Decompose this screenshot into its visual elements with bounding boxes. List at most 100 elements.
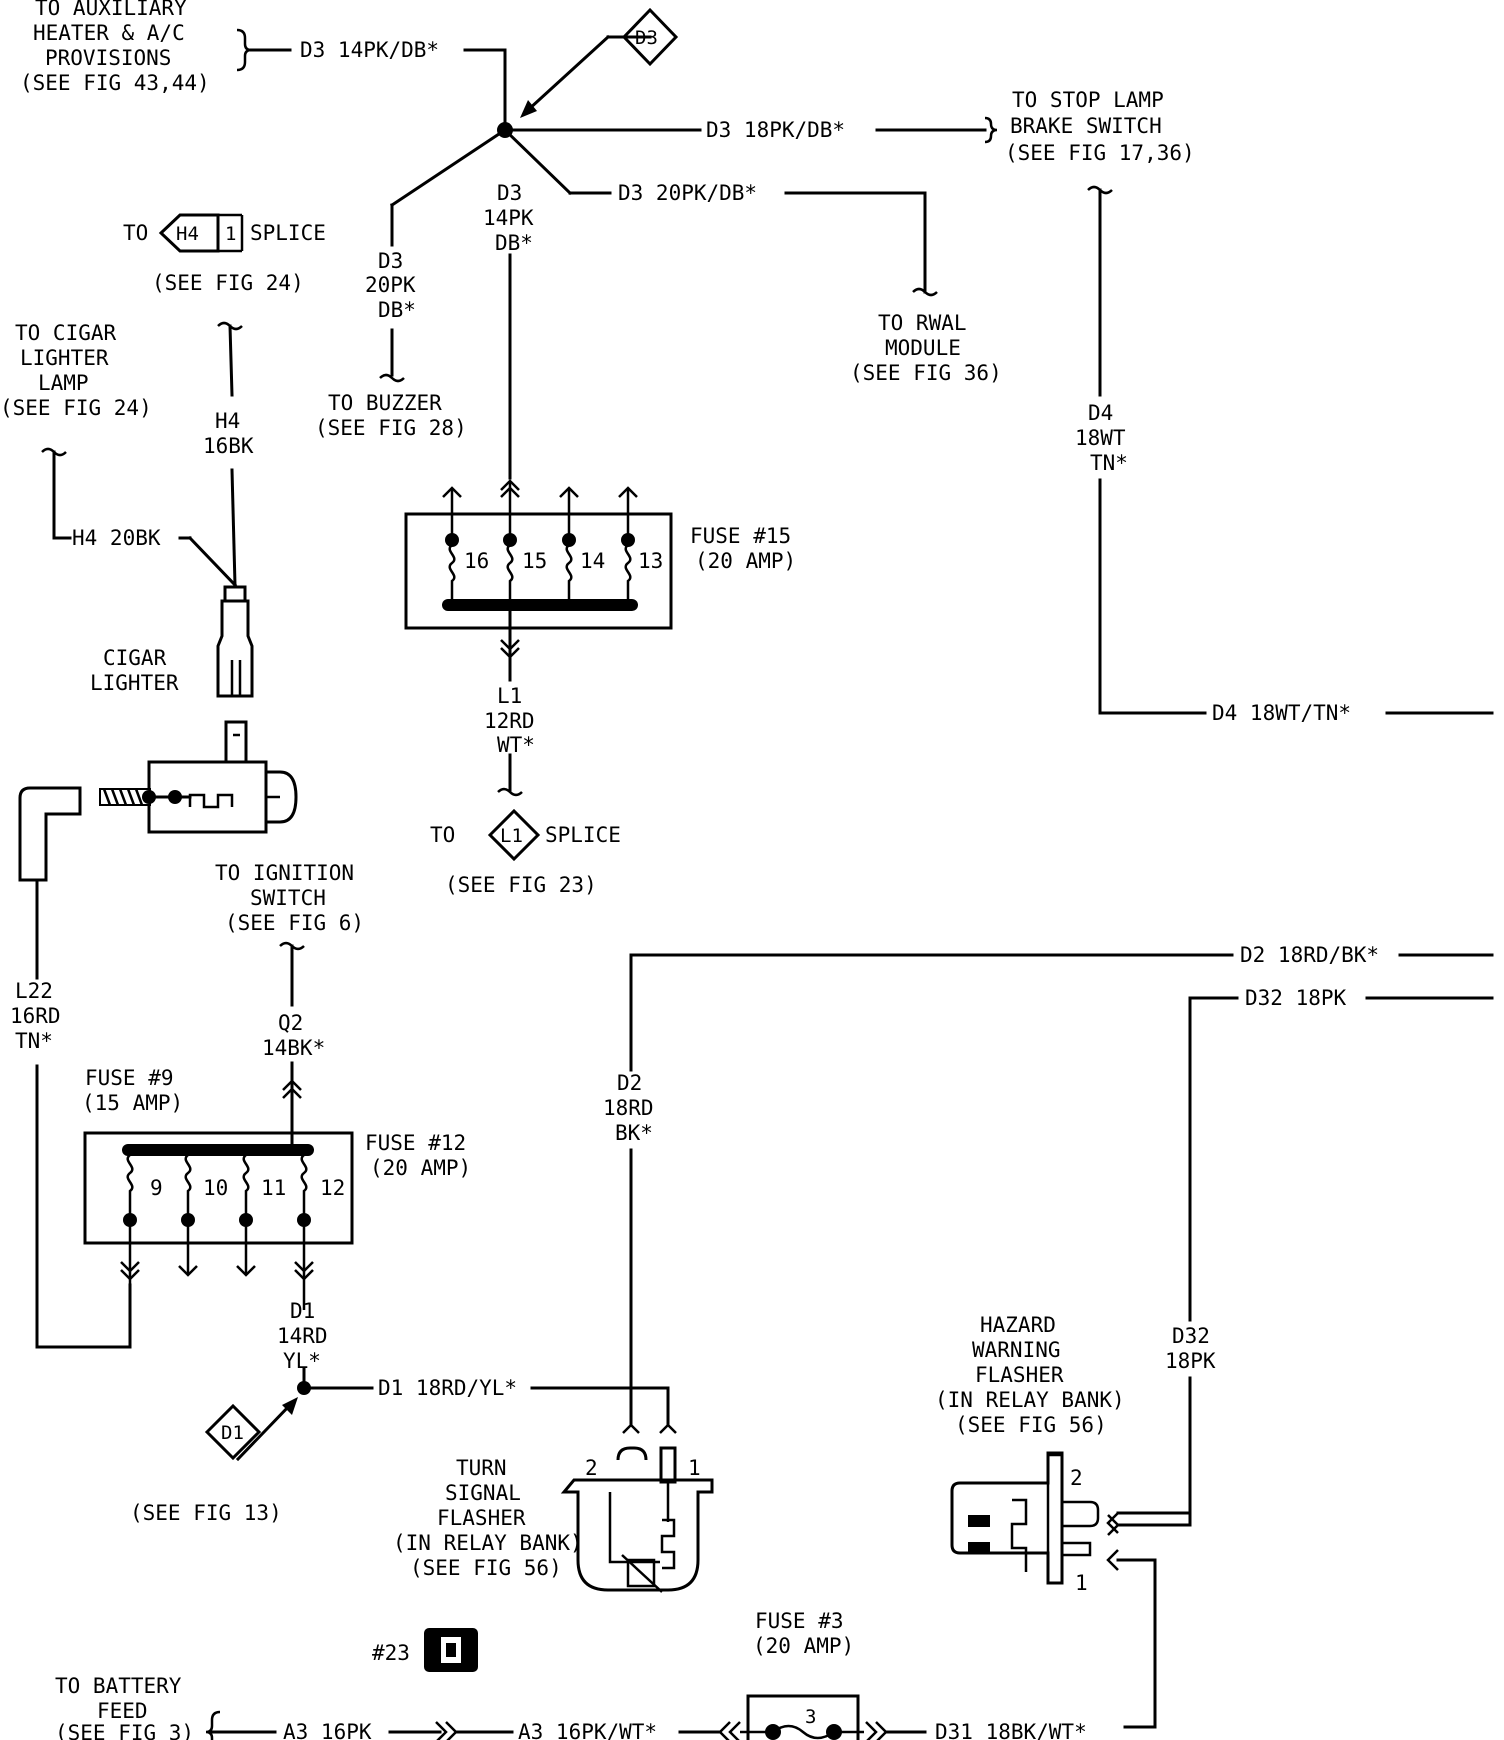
fuse-13-terminal [618,486,638,605]
d1-fig-label: (SEE FIG 13) [130,1501,282,1525]
turn-label-2: SIGNAL [445,1481,521,1505]
wire-d2-v1: D2 [617,1071,642,1095]
wire-d4-v1: D4 [1088,401,1113,425]
wire-q2-2: 14BK* [262,1036,325,1060]
wire-d3-14pk-v3: DB* [495,231,533,255]
wire-d4-18wt-tn: D4 18WT/TN* [1212,701,1351,725]
battery-label-1: TO BATTERY [55,1674,182,1698]
cigar-lamp-label-4: (SEE FIG 24) [0,396,152,420]
wire-l22-1: L22 [15,979,53,1003]
fuse12-label-1: FUSE #12 [365,1131,466,1155]
wire-h4-20bk: H4 20BK [72,526,161,550]
wire-d4-v3: TN* [1090,451,1128,475]
fuse-14-label: 14 [580,549,605,573]
stop-lamp-label-2: BRAKE SWITCH [1010,114,1162,138]
stop-lamp-wiring [1087,185,1494,715]
wire-d3-14pk-v2: 14PK [483,206,534,230]
wire-d3-20pk-v2: 20PK [365,273,416,297]
wire-d1-v1: D1 [290,1299,315,1323]
d1-connector [204,1403,262,1461]
wire-d32-18pk: D32 18PK [1245,986,1347,1010]
wire-d1-v2: 14RD [277,1324,328,1348]
fuse9-label-1: FUSE #9 [85,1066,174,1090]
battery-label-3: (SEE FIG 3) [55,1721,194,1740]
cigar-lamp-label-3: LAMP [38,371,89,395]
fuse-9-terminal [120,1154,140,1285]
fuse-11-label: 11 [261,1176,286,1200]
top-splice-wiring [236,7,998,480]
fuse-15-terminal [500,479,520,605]
d1-connector-label: D1 [221,1422,244,1444]
rwal-label-2: MODULE [885,336,961,360]
buzzer-label-2: (SEE FIG 28) [315,416,467,440]
wire-d32-v2: 18PK [1165,1349,1216,1373]
fuse-13-label: 13 [638,549,663,573]
labels: TO AUXILIARY HEATER & A/C PROVISIONS (SE… [0,0,1379,1740]
d3-connector-label: D3 [635,27,658,49]
fuse-10-terminal [178,1154,198,1277]
wire-d3-20pk-v3: DB* [378,298,416,322]
h4-connector-label: H4 [176,223,199,245]
fuse3-label-1: FUSE #3 [755,1609,844,1633]
wire-d32-v1: D32 [1172,1324,1210,1348]
wire-l1-3: WT* [497,733,535,757]
fuse9-label-2: (15 AMP) [82,1091,183,1115]
connector-23-label: #23 [372,1641,410,1665]
fuse-block-lower [83,941,670,1462]
h4-pin-label: 1 [225,223,236,245]
l1-splice-label: SPLICE [545,823,621,847]
fuse-12-label: 12 [320,1176,345,1200]
fuse-3-label: 3 [805,1706,816,1728]
cigar-lamp-label-2: LIGHTER [20,346,109,370]
wire-d4-v2: 18WT [1075,426,1126,450]
flasher-wiring [560,953,1494,1729]
fuse-14-terminal [559,486,579,605]
wire-h4-16bk-1: H4 [215,409,240,433]
wire-d3-20pk-db: D3 20PK/DB* [618,181,757,205]
cigar-lighter-wiring [18,213,298,1349]
aux-label-2: HEATER & A/C [33,21,185,45]
wire-l1-1: L1 [497,684,522,708]
turn-label-1: TURN [456,1456,507,1480]
wire-d2-v3: BK* [615,1121,653,1145]
fuse3-label-2: (20 AMP) [753,1634,854,1658]
h4-fig-label: (SEE FIG 24) [152,271,304,295]
rwal-label-3: (SEE FIG 36) [850,361,1002,385]
fuse-16-label: 16 [464,549,489,573]
ignition-label-3: (SEE FIG 6) [225,911,364,935]
fuse-16-terminal [442,486,462,605]
hazard-pin-1-label: 1 [1075,1571,1088,1595]
wire-d3-18pk-db: D3 18PK/DB* [706,118,845,142]
fuse15-label-1: FUSE #15 [690,524,791,548]
wire-d3-20pk-v1: D3 [378,249,403,273]
turn-pin-1-label: 1 [688,1456,701,1480]
l1-connector-label: L1 [500,825,523,847]
fuse12-label-2: (20 AMP) [370,1156,471,1180]
ignition-label-1: TO IGNITION [215,861,354,885]
wire-d3-14pk-db-top: D3 14PK/DB* [300,38,439,62]
fuse-11-terminal [236,1154,256,1277]
buzzer-label-1: TO BUZZER [328,391,442,415]
aux-label-3: PROVISIONS [45,46,171,70]
wire-h4-16bk-2: 16BK [203,434,254,458]
hazard-label-4: (IN RELAY BANK) [935,1388,1125,1412]
turn-label-4: (IN RELAY BANK) [393,1531,583,1555]
wire-d3-14pk-v1: D3 [497,181,522,205]
wire-d1-18rd-yl: D1 18RD/YL* [378,1376,517,1400]
fuse-15-label: 15 [522,549,547,573]
rwal-label-1: TO RWAL [878,311,967,335]
turn-label-3: FLASHER [437,1506,526,1530]
cigar-lamp-label-1: TO CIGAR [15,321,117,345]
wire-l1-2: 12RD [484,709,535,733]
ignition-label-2: SWITCH [250,886,326,910]
wire-d31-18bk-wt: D31 18BK/WT* [935,1720,1087,1740]
wire-l22-2: 16RD [10,1004,61,1028]
wire-d1-v3: YL* [283,1349,321,1373]
battery-feed-wiring [205,1628,927,1740]
wire-d2-v2: 18RD [603,1096,654,1120]
hazard-label-2: WARNING [972,1338,1061,1362]
fuse-block-upper [404,479,673,862]
fuse-9-label: 9 [150,1176,163,1200]
h4-to-label: TO [123,221,148,245]
hazard-label-1: HAZARD [980,1313,1056,1337]
